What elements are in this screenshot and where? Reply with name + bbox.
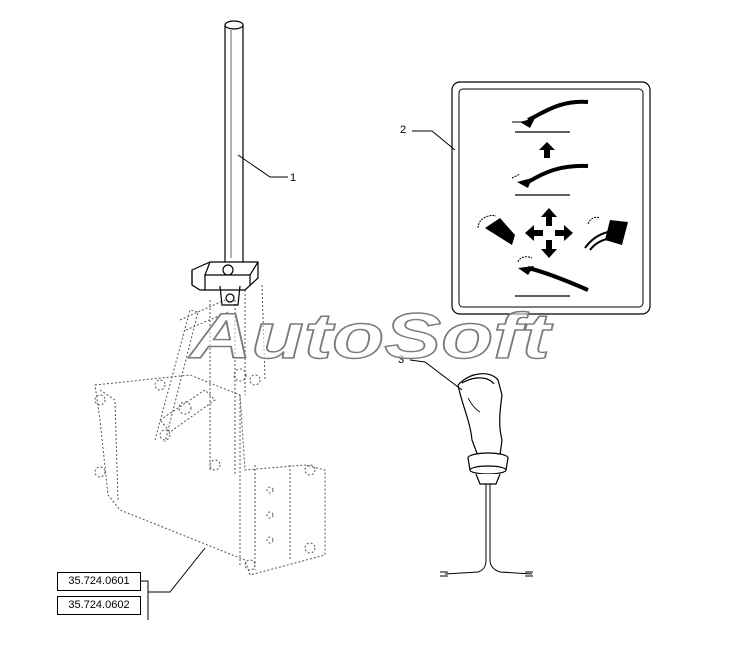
mounting-bracket	[94, 284, 326, 576]
joystick-knob	[440, 373, 533, 577]
watermark-text: AutoSoft	[187, 300, 553, 372]
boom-hold-icon	[511, 163, 589, 196]
arrow-up-icon	[539, 142, 555, 158]
reference-link-1[interactable]: 35.724.0601	[57, 572, 141, 591]
boom-raise-icon	[512, 99, 589, 133]
bucket-curl-icon	[477, 215, 515, 245]
bucket-dump-icon	[584, 216, 628, 251]
four-way-arrows-icon	[525, 208, 573, 258]
lever	[191, 20, 259, 306]
leader-lines	[140, 130, 463, 620]
decal	[451, 81, 651, 315]
reference-link-2[interactable]: 35.724.0602	[57, 596, 141, 615]
boom-lower-icon	[515, 256, 589, 297]
callout-label-3: 3	[398, 354, 404, 366]
callout-label-1: 1	[290, 172, 296, 184]
callout-label-2: 2	[400, 124, 406, 136]
